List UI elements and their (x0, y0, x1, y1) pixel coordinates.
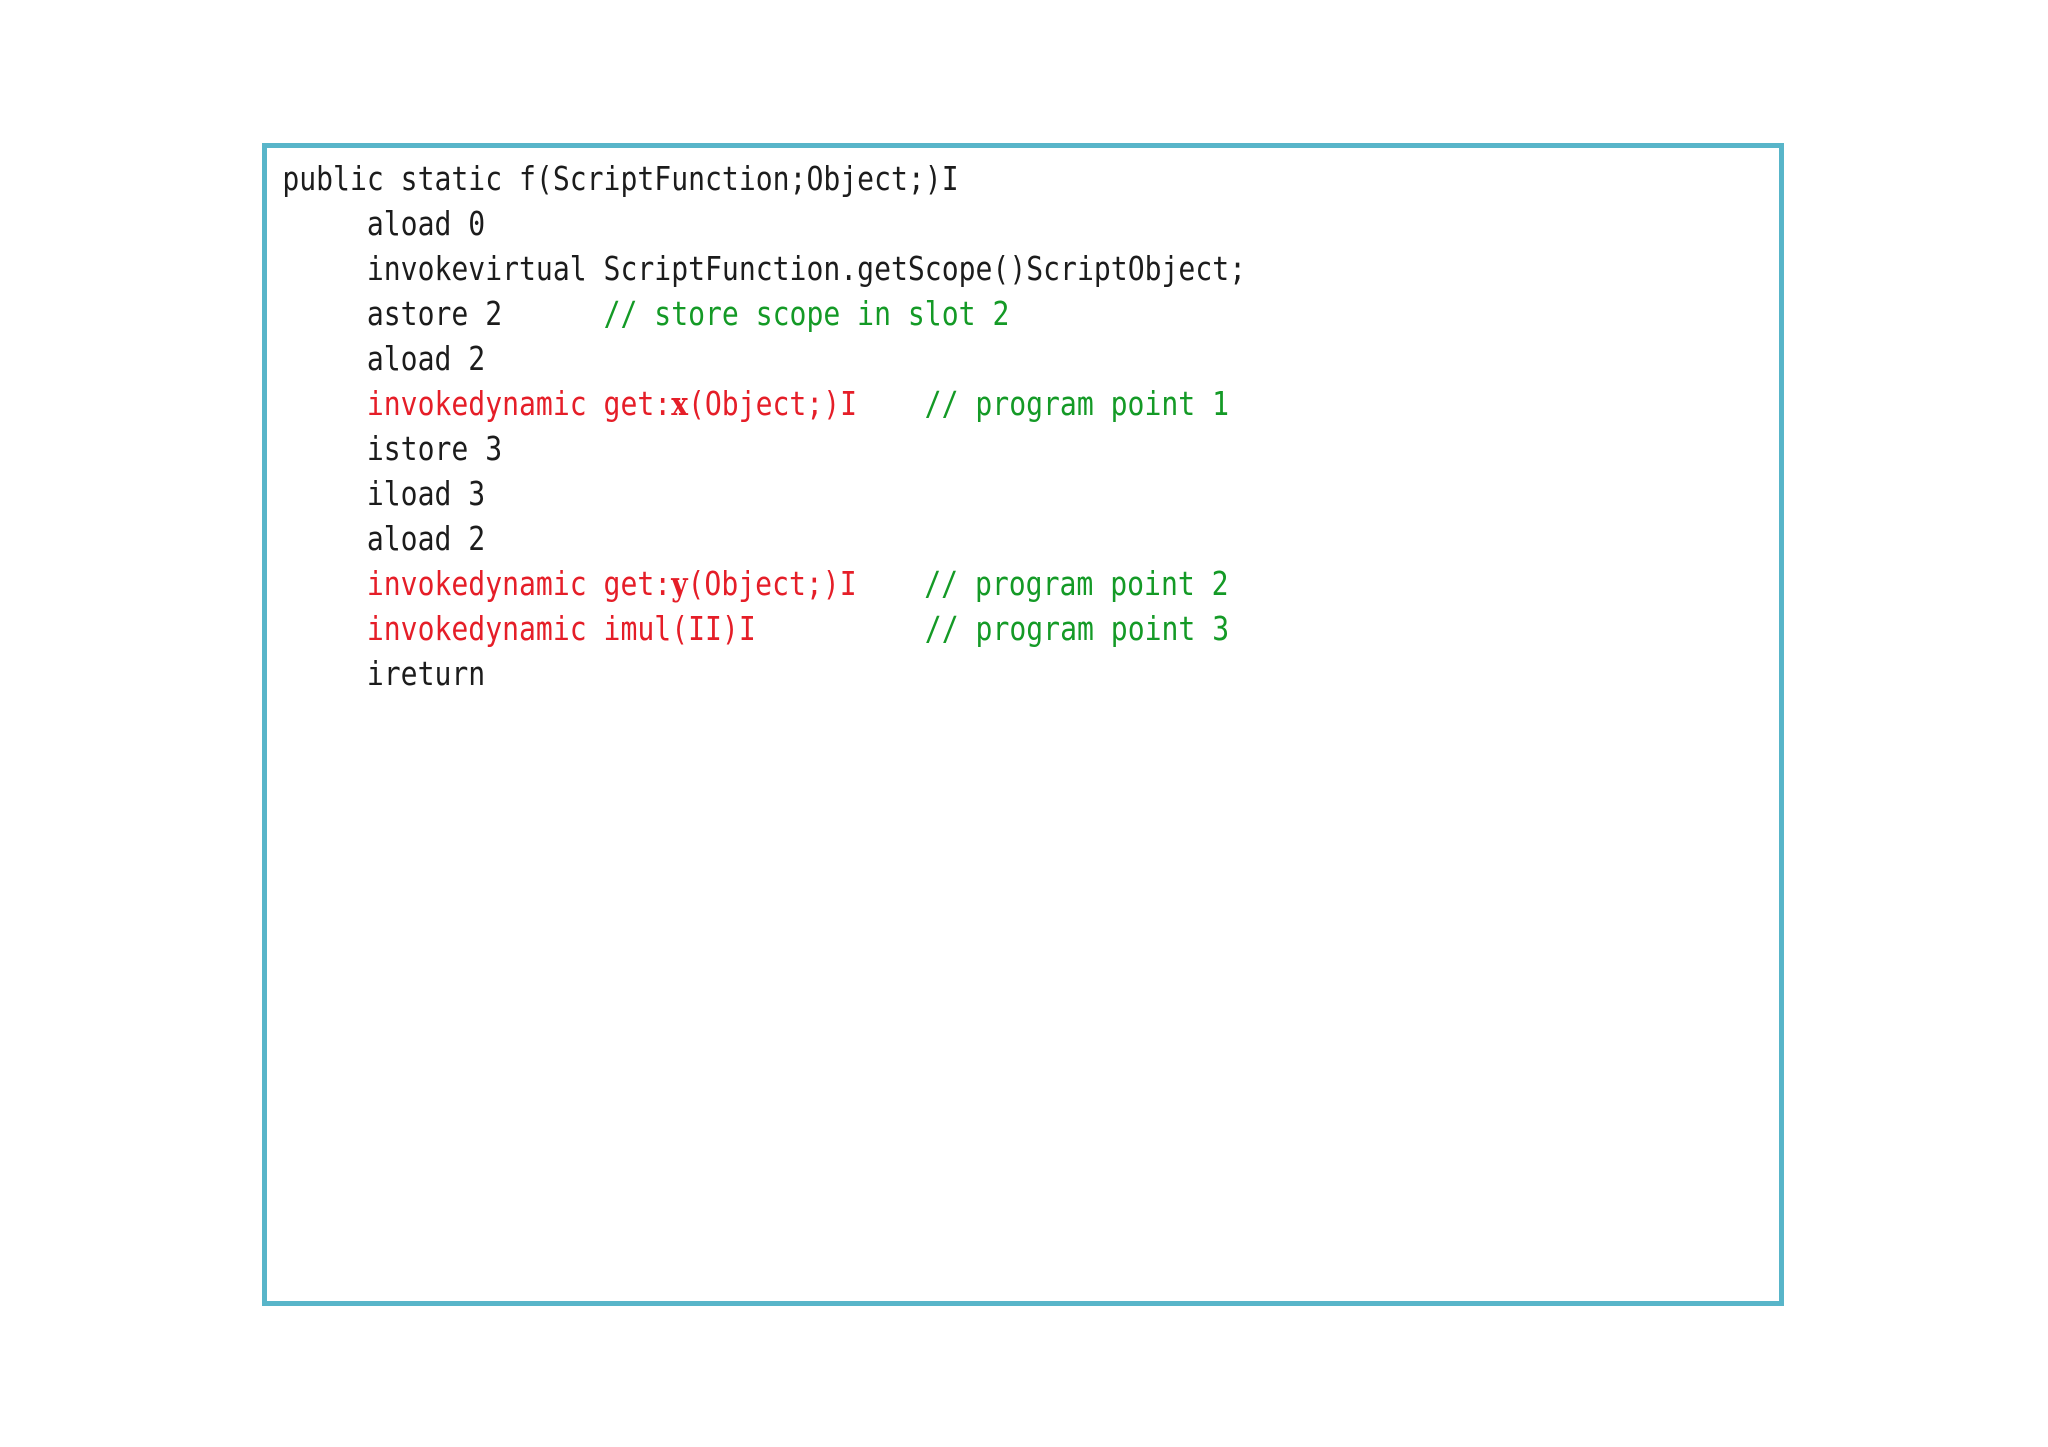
code-line: aload 2 (282, 516, 1553, 561)
code-comment: // program point 3 (924, 609, 1230, 648)
code-text: aload 2 (282, 339, 486, 378)
code-comment: // program point 1 (924, 384, 1230, 423)
code-text: ireturn (282, 654, 486, 693)
code-text: aload 2 (282, 519, 486, 558)
code-line: public static f(ScriptFunction;Object;)I (282, 156, 1553, 201)
code-line: invokedynamic get:y(Object;)I // program… (282, 561, 1553, 606)
code-text: iload 3 (282, 474, 486, 513)
code-block: public static f(ScriptFunction;Object;)I… (267, 148, 1554, 696)
code-line: ireturn (282, 651, 1553, 696)
code-invokedynamic: invokedynamic imul(II)I (282, 609, 925, 648)
code-text: public static f(ScriptFunction;Object;)I (282, 159, 959, 198)
code-variable: x (671, 384, 688, 423)
code-invokedynamic: (Object;)I (687, 384, 925, 423)
code-line: invokevirtual ScriptFunction.getScope()S… (282, 246, 1553, 291)
code-text: aload 0 (282, 204, 486, 243)
code-comment: // store scope in slot 2 (603, 294, 1010, 333)
code-comment: // program point 2 (924, 564, 1229, 603)
code-line: invokedynamic get:x(Object;)I // program… (282, 381, 1553, 426)
code-line: iload 3 (282, 471, 1553, 516)
code-text: invokevirtual ScriptFunction.getScope()S… (282, 249, 1247, 288)
code-line: astore 2 // store scope in slot 2 (282, 291, 1553, 336)
code-invokedynamic: (Object;)I (687, 564, 925, 603)
code-line: istore 3 (282, 426, 1553, 471)
code-invokedynamic: invokedynamic get: (282, 564, 672, 603)
code-box: public static f(ScriptFunction;Object;)I… (262, 143, 1784, 1306)
code-line: aload 2 (282, 336, 1553, 381)
code-line: invokedynamic imul(II)I // program point… (282, 606, 1553, 651)
code-invokedynamic: invokedynamic get: (282, 384, 672, 423)
code-text: istore 3 (282, 429, 503, 468)
code-text: astore 2 (282, 294, 604, 333)
code-line: aload 0 (282, 201, 1553, 246)
code-variable: y (671, 564, 688, 603)
